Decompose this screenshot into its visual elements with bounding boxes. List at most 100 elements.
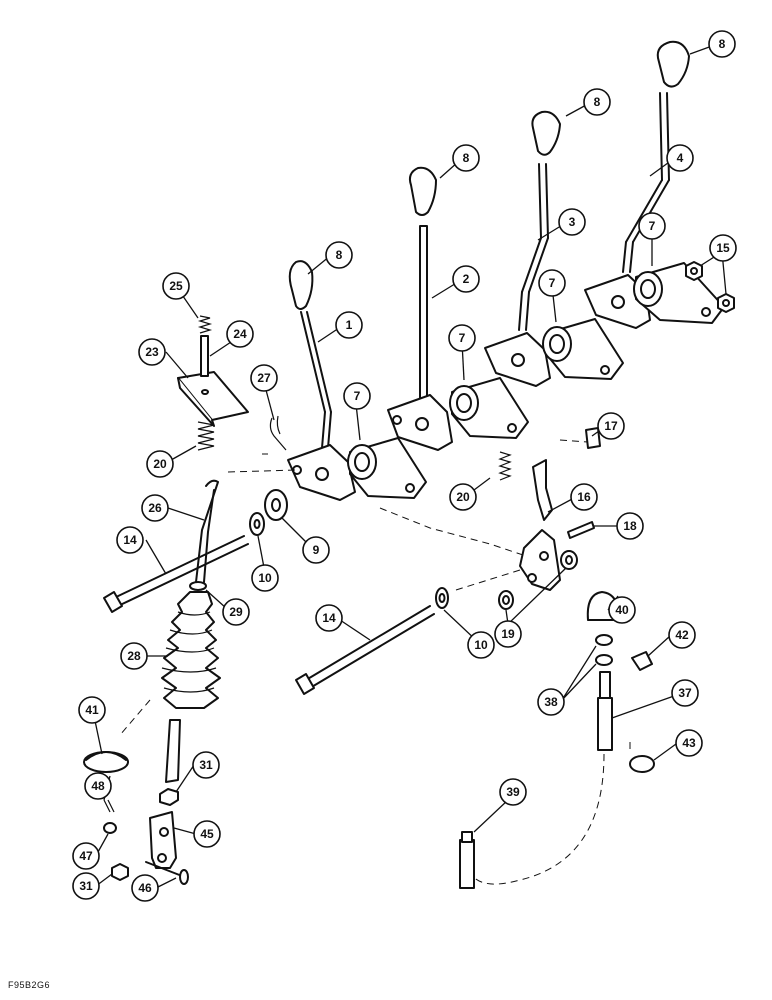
latch-lever bbox=[519, 459, 561, 591]
callout-20: 20 bbox=[449, 483, 477, 511]
pivot-bracket bbox=[542, 318, 624, 380]
washer bbox=[249, 512, 265, 536]
callout-7: 7 bbox=[638, 212, 666, 240]
washer bbox=[435, 587, 449, 609]
lever-2 bbox=[387, 166, 453, 451]
svg-text:24: 24 bbox=[233, 327, 247, 341]
cotter-pin bbox=[269, 415, 287, 451]
nut bbox=[159, 788, 179, 806]
clevis-pin bbox=[145, 861, 189, 885]
callout-15: 15 bbox=[709, 234, 737, 262]
svg-text:26: 26 bbox=[148, 501, 162, 515]
spring bbox=[498, 451, 512, 481]
callout-8: 8 bbox=[583, 88, 611, 116]
callout-18: 18 bbox=[616, 512, 644, 540]
capscrew bbox=[295, 605, 435, 695]
callout-10: 10 bbox=[251, 564, 279, 592]
svg-text:20: 20 bbox=[153, 457, 167, 471]
cotter-pin bbox=[103, 799, 115, 813]
svg-text:14: 14 bbox=[322, 611, 336, 625]
callout-28: 28 bbox=[120, 642, 148, 670]
threaded-rod bbox=[165, 719, 181, 783]
callout-38: 38 bbox=[537, 688, 565, 716]
callout-23: 23 bbox=[138, 338, 166, 366]
svg-text:48: 48 bbox=[91, 779, 105, 793]
washer bbox=[264, 489, 288, 521]
svg-text:14: 14 bbox=[123, 533, 137, 547]
svg-text:31: 31 bbox=[199, 758, 213, 772]
plate bbox=[177, 371, 249, 427]
svg-text:17: 17 bbox=[604, 419, 618, 433]
callout-24: 24 bbox=[226, 320, 254, 348]
svg-text:18: 18 bbox=[623, 519, 637, 533]
cap bbox=[631, 651, 653, 671]
callout-31: 31 bbox=[192, 751, 220, 779]
svg-text:47: 47 bbox=[79, 849, 93, 863]
spring bbox=[197, 421, 215, 451]
nut bbox=[685, 261, 703, 281]
spring bbox=[197, 315, 213, 334]
pivot-bracket bbox=[633, 262, 725, 324]
svg-text:8: 8 bbox=[719, 37, 726, 51]
svg-text:16: 16 bbox=[577, 490, 591, 504]
svg-text:40: 40 bbox=[615, 603, 629, 617]
callout-8: 8 bbox=[452, 144, 480, 172]
pivot-bracket bbox=[449, 377, 529, 439]
svg-text:8: 8 bbox=[594, 95, 601, 109]
callout-46: 46 bbox=[131, 874, 159, 902]
callout-29: 29 bbox=[222, 598, 250, 626]
callout-8: 8 bbox=[708, 30, 736, 58]
figure-id: F95B2G6 bbox=[8, 980, 51, 990]
pivot-bracket bbox=[347, 437, 427, 499]
svg-text:15: 15 bbox=[716, 241, 730, 255]
svg-text:29: 29 bbox=[229, 605, 243, 619]
cap bbox=[629, 755, 655, 773]
svg-text:4: 4 bbox=[677, 151, 684, 165]
svg-text:8: 8 bbox=[336, 248, 343, 262]
svg-text:39: 39 bbox=[506, 785, 520, 799]
callout-37: 37 bbox=[671, 679, 699, 707]
svg-text:10: 10 bbox=[474, 638, 488, 652]
svg-text:41: 41 bbox=[85, 703, 99, 717]
svg-text:2: 2 bbox=[463, 272, 470, 286]
svg-text:7: 7 bbox=[649, 219, 656, 233]
callout-31: 31 bbox=[72, 872, 100, 900]
svg-text:42: 42 bbox=[675, 628, 689, 642]
bushing bbox=[498, 590, 514, 610]
callout-48: 48 bbox=[84, 772, 112, 800]
svg-text:20: 20 bbox=[456, 490, 470, 504]
callout-19: 19 bbox=[494, 620, 522, 648]
nut bbox=[717, 293, 735, 313]
svg-text:37: 37 bbox=[678, 686, 692, 700]
svg-text:19: 19 bbox=[501, 627, 515, 641]
callout-7: 7 bbox=[448, 324, 476, 352]
callout-9: 9 bbox=[302, 536, 330, 564]
callout-47: 47 bbox=[72, 842, 100, 870]
callout-20: 20 bbox=[146, 450, 174, 478]
callout-42: 42 bbox=[668, 621, 696, 649]
rubber-boot bbox=[161, 591, 221, 709]
pin bbox=[567, 521, 595, 539]
svg-text:27: 27 bbox=[257, 371, 271, 385]
nut bbox=[111, 863, 129, 881]
svg-text:1: 1 bbox=[346, 318, 353, 332]
callout-27: 27 bbox=[250, 364, 278, 392]
svg-text:45: 45 bbox=[200, 827, 214, 841]
control-rod bbox=[195, 479, 219, 583]
cable bbox=[459, 753, 605, 889]
callout-4: 4 bbox=[666, 144, 694, 172]
callout-16: 16 bbox=[570, 483, 598, 511]
callout-26: 26 bbox=[141, 494, 169, 522]
clamp bbox=[189, 581, 207, 591]
svg-text:10: 10 bbox=[258, 571, 272, 585]
callout-39: 39 bbox=[499, 778, 527, 806]
pin bbox=[200, 335, 209, 377]
svg-text:43: 43 bbox=[682, 736, 696, 750]
lever-1 bbox=[287, 260, 356, 501]
callout-25: 25 bbox=[162, 272, 190, 300]
clevis bbox=[149, 811, 177, 869]
callout-2: 2 bbox=[452, 265, 480, 293]
lever-3 bbox=[484, 110, 561, 387]
callout-10: 10 bbox=[467, 631, 495, 659]
